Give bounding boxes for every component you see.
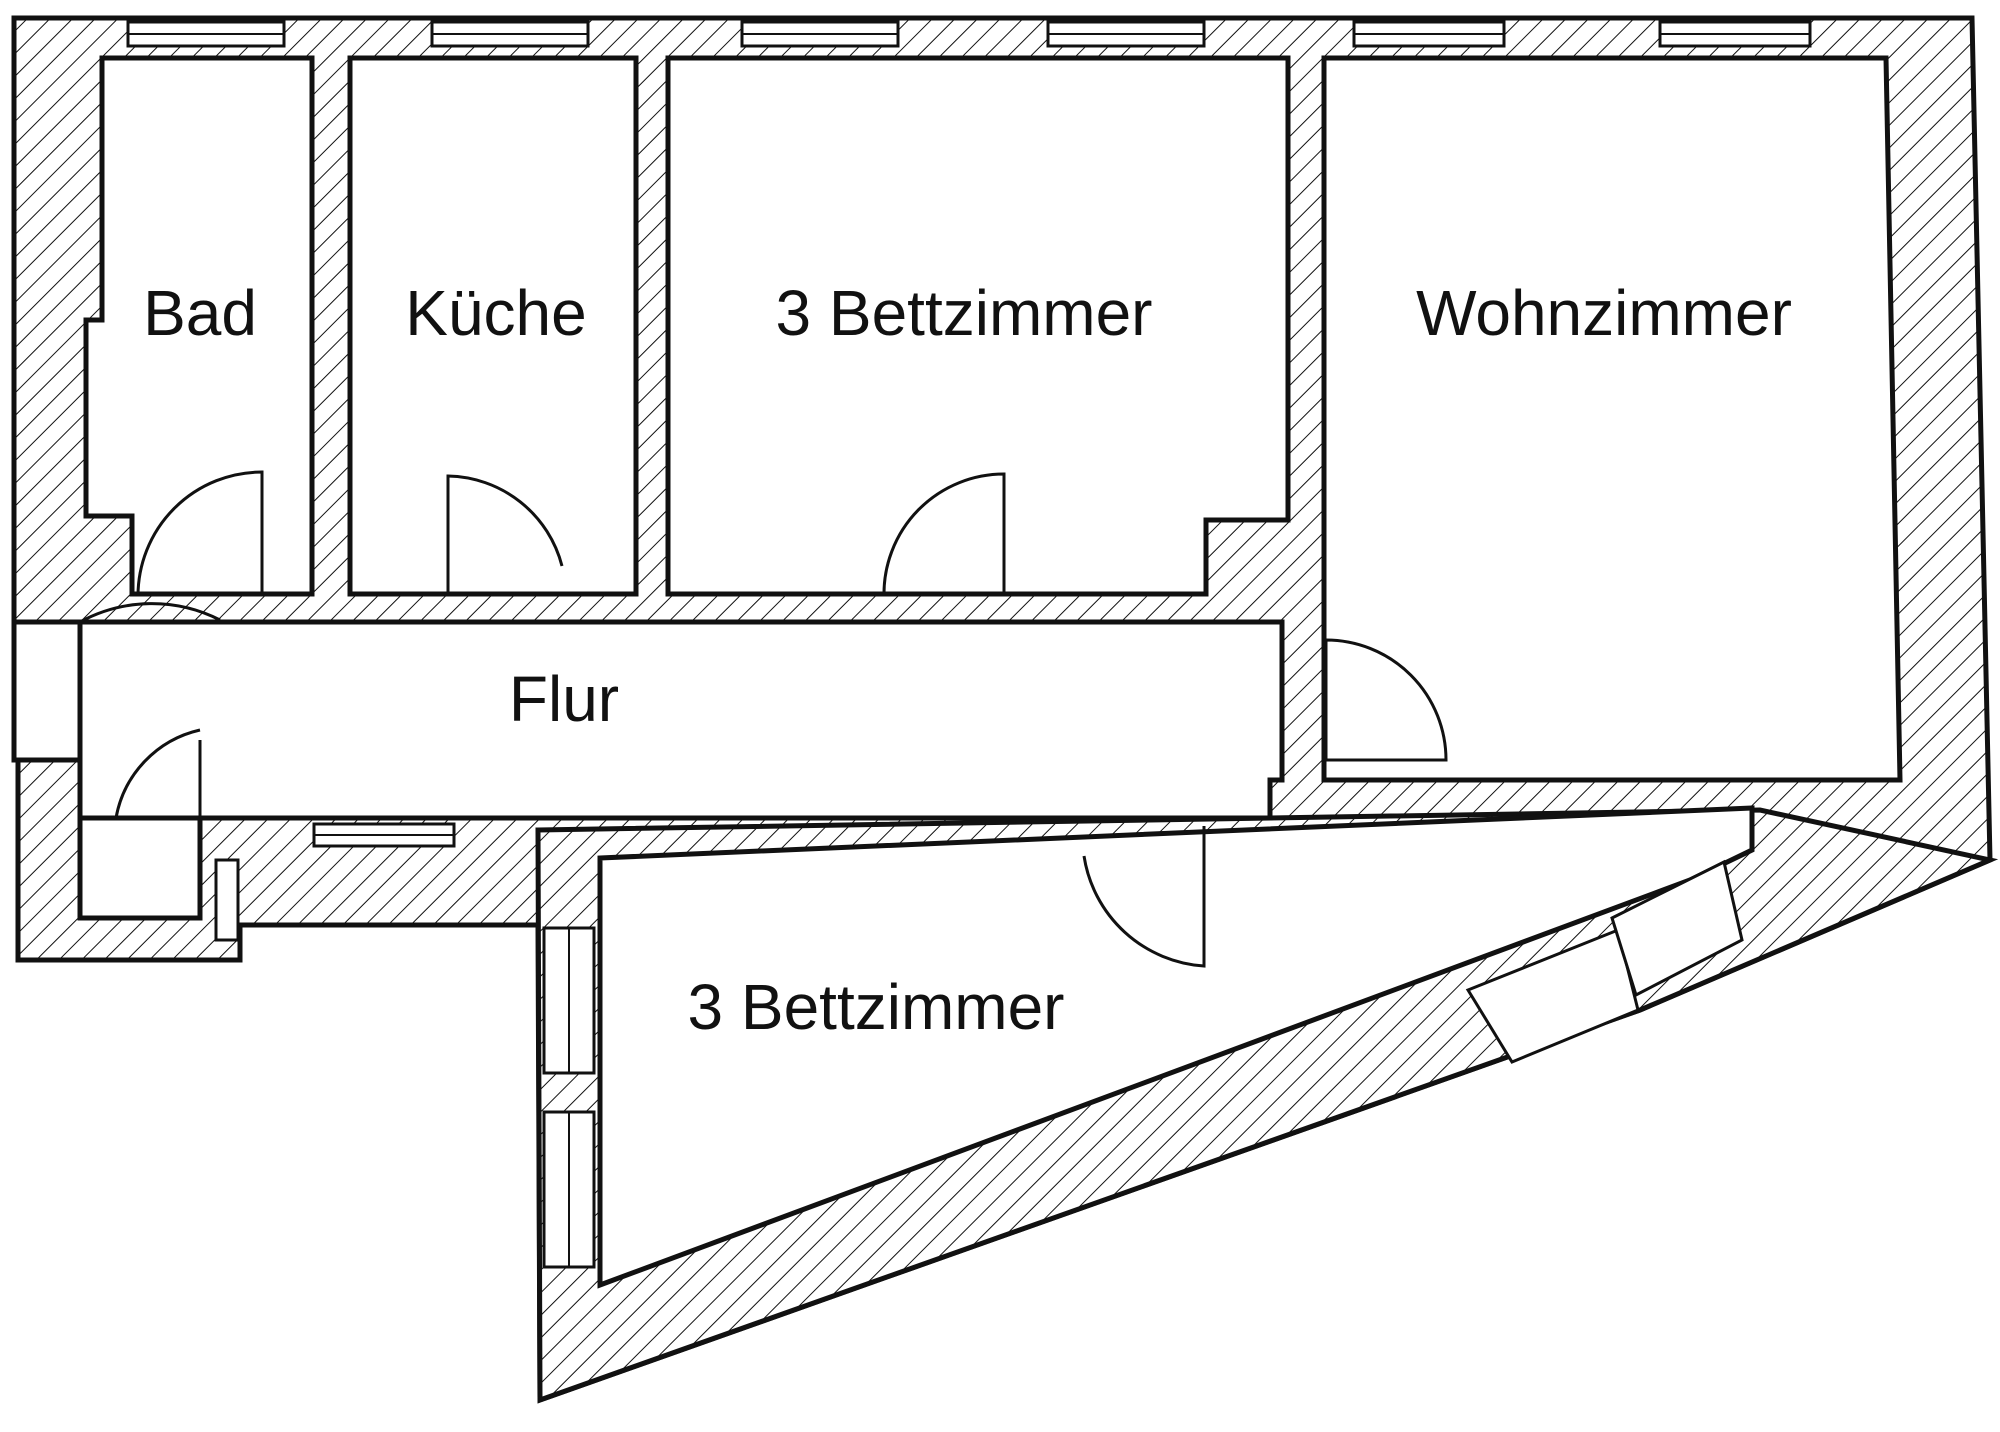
doors xyxy=(79,470,1448,968)
window-niche xyxy=(214,858,240,942)
window-diagonal-1 xyxy=(1465,927,1640,1064)
door-bettzimmer-top xyxy=(882,472,1006,597)
entrance-niche xyxy=(77,815,203,921)
windows xyxy=(126,20,1812,1269)
door-bettzimmer-bottom xyxy=(1082,826,1206,968)
label-bettzimmer-bottom: 3 Bettzimmer xyxy=(688,971,1065,1043)
room-kueche xyxy=(347,55,639,597)
door-bad xyxy=(136,470,264,597)
label-flur: Flur xyxy=(509,663,619,735)
room-bettzimmer-top xyxy=(665,55,1291,597)
label-wohnzimmer: Wohnzimmer xyxy=(1416,277,1792,349)
door-entrance-lower xyxy=(114,728,202,819)
window-diagonal-2 xyxy=(1610,859,1744,998)
door-entrance-upper xyxy=(79,602,221,624)
entrance-opening xyxy=(11,619,83,763)
door-kueche xyxy=(446,474,564,596)
room-bettzimmer-bottom xyxy=(597,805,1755,1289)
room-wohnzimmer xyxy=(1321,55,1903,783)
label-kueche: Küche xyxy=(405,277,586,349)
rooms xyxy=(11,55,1903,1289)
room-labels: Bad Küche 3 Bettzimmer Wohnzimmer Flur 3… xyxy=(143,277,1792,1043)
label-bettzimmer-top: 3 Bettzimmer xyxy=(776,277,1153,349)
label-bad: Bad xyxy=(143,277,257,349)
room-bad xyxy=(83,55,315,597)
door-wohnzimmer xyxy=(1324,638,1448,762)
room-flur xyxy=(77,619,1285,821)
